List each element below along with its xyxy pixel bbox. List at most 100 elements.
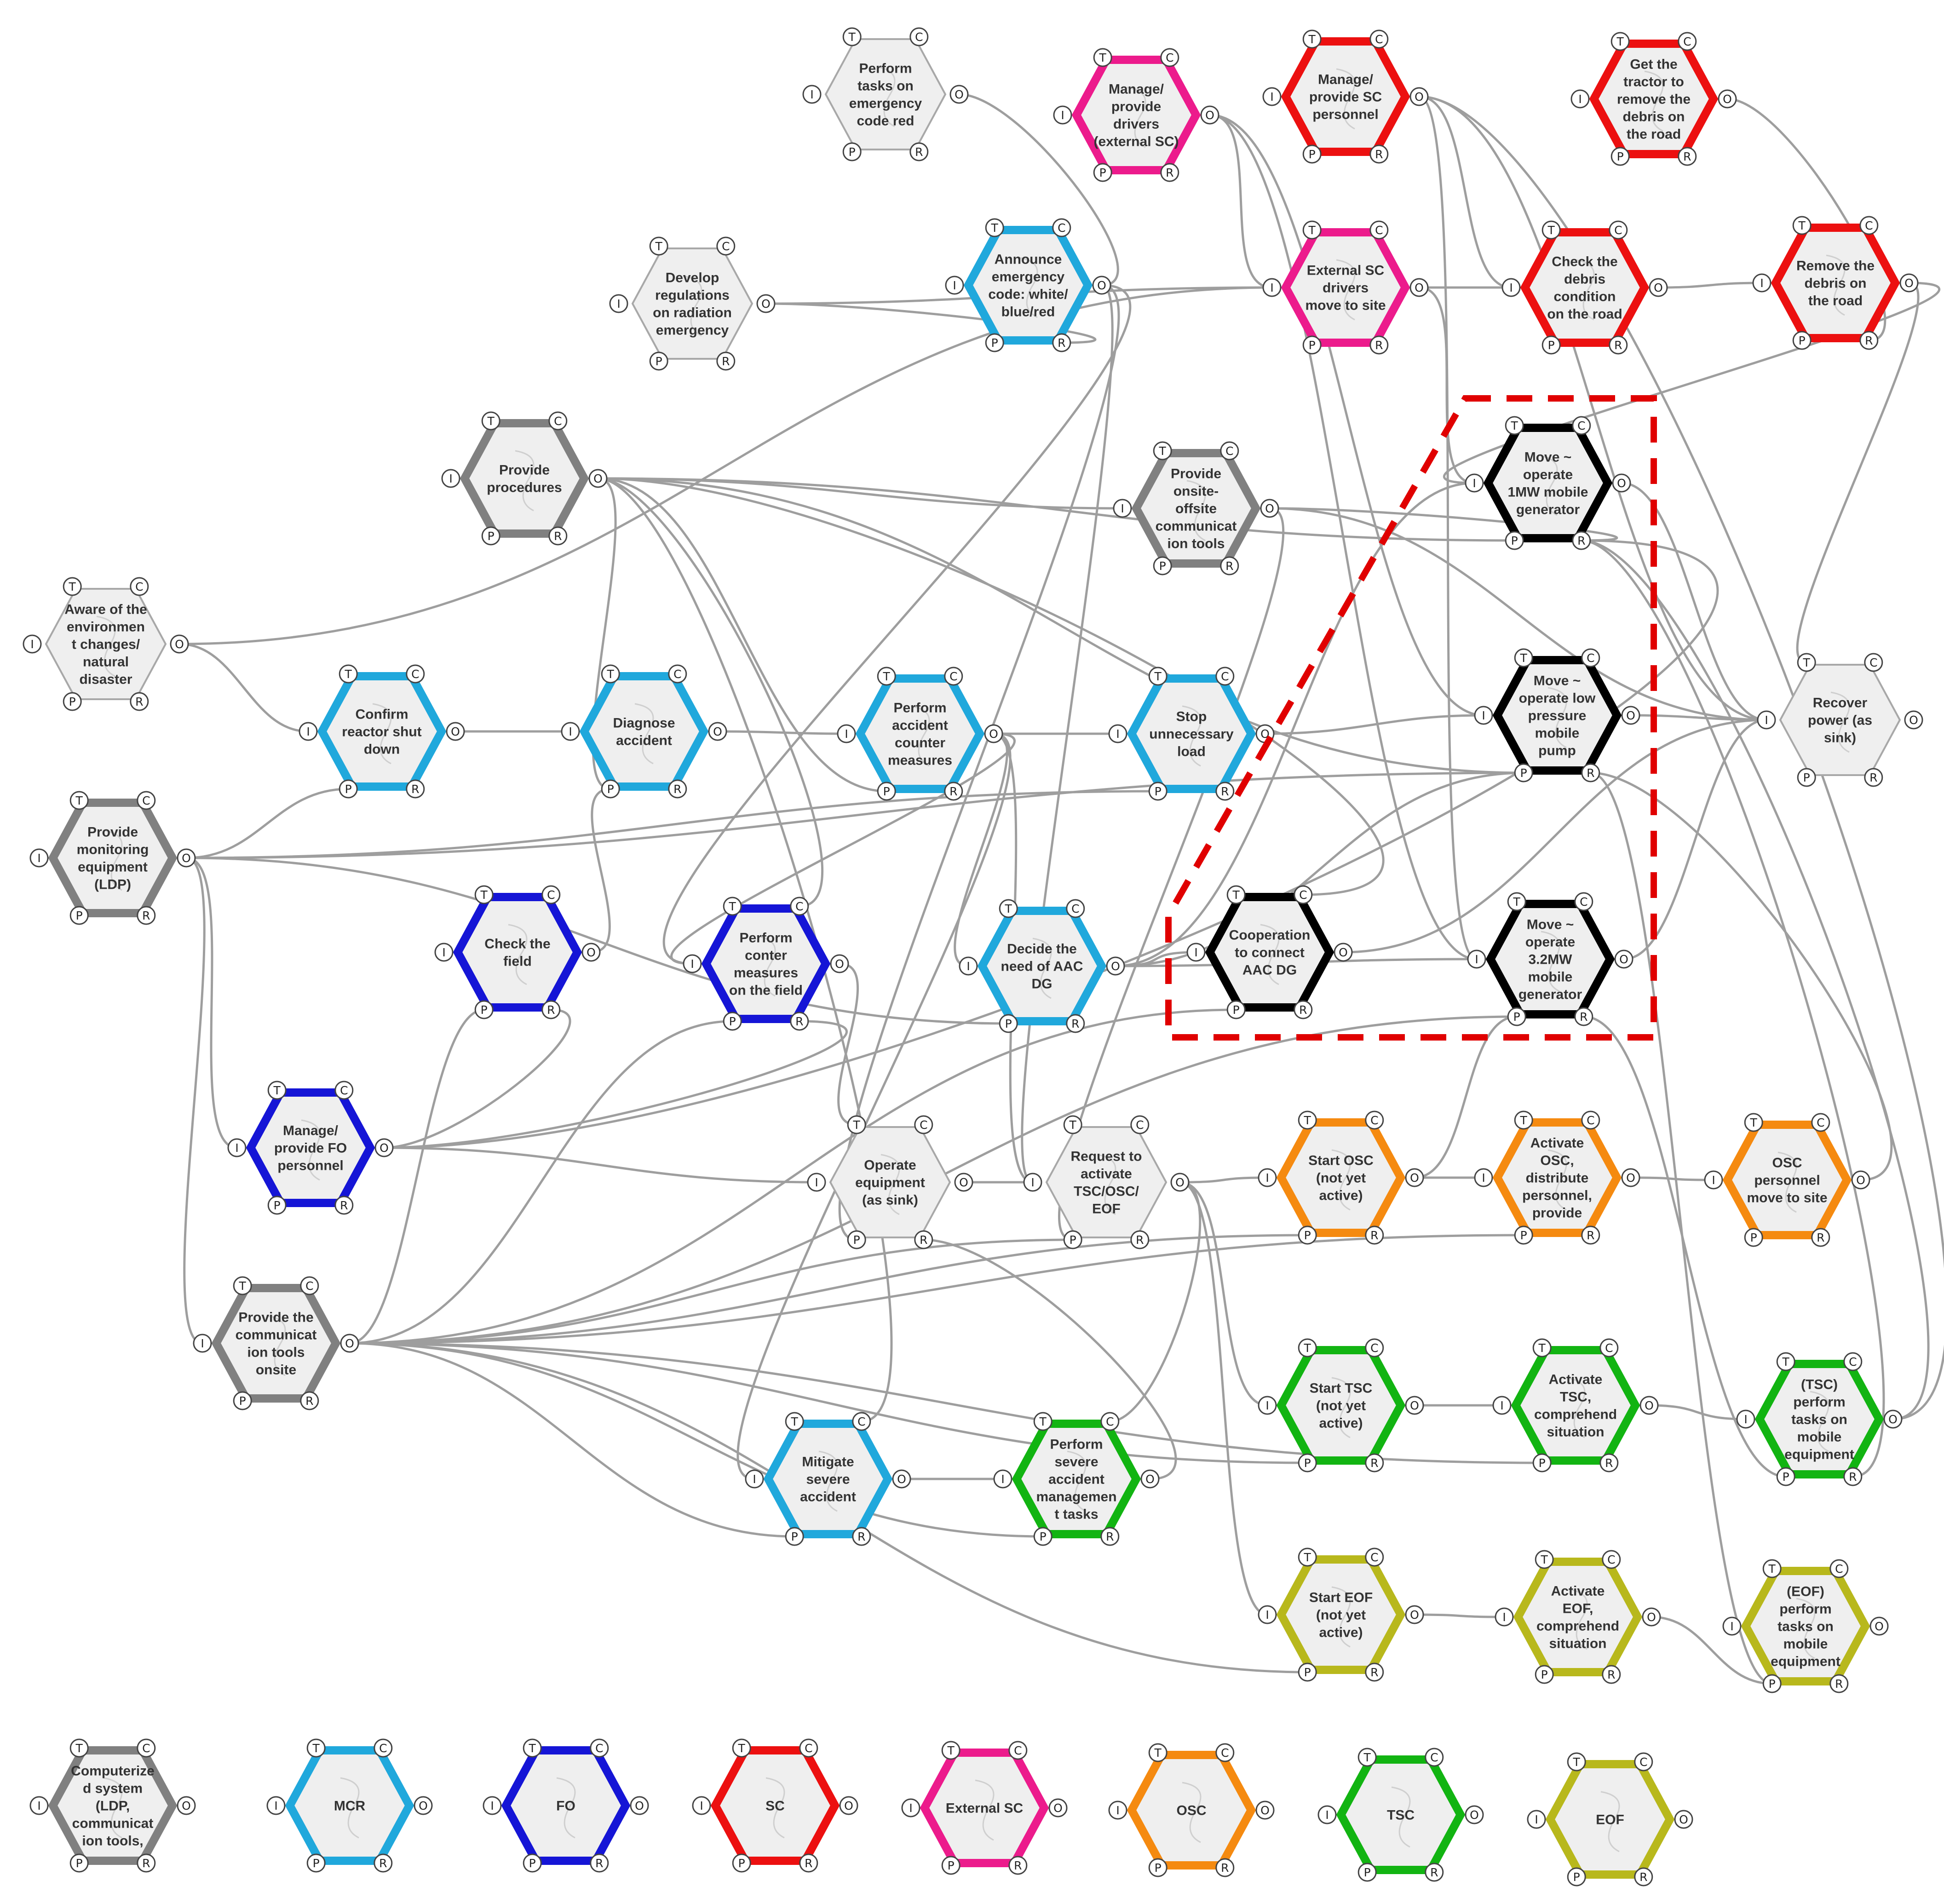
aspect-p[interactable]: P: [732, 1853, 751, 1873]
aspect-c[interactable]: C: [1425, 1748, 1444, 1767]
aspect-p[interactable]: P: [1148, 782, 1168, 801]
aspect-p[interactable]: P: [1302, 335, 1322, 355]
aspect-t[interactable]: T: [1744, 1113, 1763, 1132]
aspect-r[interactable]: R: [1130, 1230, 1150, 1249]
aspect-o[interactable]: O: [374, 1138, 394, 1157]
aspect-o[interactable]: O: [1409, 278, 1429, 297]
aspect-c[interactable]: C: [1160, 48, 1179, 67]
aspect-p[interactable]: P: [1567, 1867, 1586, 1887]
aspect-t[interactable]: T: [1302, 29, 1322, 49]
aspect-c[interactable]: C: [1365, 1547, 1384, 1567]
aspect-r[interactable]: R: [1220, 556, 1239, 575]
aspect-c[interactable]: C: [790, 897, 809, 916]
aspect-o[interactable]: O: [177, 1796, 196, 1815]
aspect-t[interactable]: T: [1148, 1743, 1168, 1762]
aspect-c[interactable]: C: [1130, 1115, 1150, 1134]
aspect-c[interactable]: C: [137, 791, 156, 810]
aspect-r[interactable]: R: [1864, 768, 1883, 787]
aspect-c[interactable]: C: [1572, 416, 1591, 435]
aspect-r[interactable]: R: [1843, 1467, 1863, 1486]
aspect-i[interactable]: I: [802, 85, 822, 104]
aspect-t[interactable]: T: [1535, 1550, 1554, 1569]
aspect-i[interactable]: I: [1053, 105, 1072, 125]
aspect-c[interactable]: C: [1052, 218, 1071, 237]
aspect-i[interactable]: I: [441, 469, 460, 488]
aspect-r[interactable]: R: [1829, 1674, 1849, 1693]
aspect-p[interactable]: P: [63, 692, 82, 711]
aspect-o[interactable]: O: [1639, 1396, 1659, 1415]
aspect-i[interactable]: I: [1467, 949, 1486, 969]
aspect-t[interactable]: T: [481, 411, 500, 431]
aspect-p[interactable]: P: [1762, 1674, 1782, 1693]
aspect-r[interactable]: R: [1859, 331, 1879, 350]
aspect-t[interactable]: T: [1298, 1547, 1317, 1567]
aspect-r[interactable]: R: [668, 779, 687, 799]
aspect-o[interactable]: O: [170, 634, 189, 654]
aspect-i[interactable]: I: [1492, 1396, 1512, 1415]
aspect-p[interactable]: P: [999, 1014, 1018, 1033]
aspect-p[interactable]: P: [1535, 1665, 1554, 1684]
aspect-r[interactable]: R: [1678, 147, 1697, 166]
aspect-r[interactable]: R: [1365, 1453, 1384, 1473]
aspect-c[interactable]: C: [914, 1115, 933, 1134]
aspect-r[interactable]: R: [1574, 1007, 1593, 1026]
aspect-r[interactable]: R: [799, 1853, 818, 1873]
aspect-i[interactable]: I: [227, 1138, 247, 1157]
aspect-o[interactable]: O: [1334, 943, 1353, 962]
aspect-o[interactable]: O: [1106, 956, 1125, 976]
aspect-c[interactable]: C: [548, 411, 568, 431]
aspect-i[interactable]: I: [1474, 706, 1493, 725]
aspect-o[interactable]: O: [1140, 1469, 1160, 1489]
aspect-p[interactable]: P: [1298, 1225, 1317, 1245]
aspect-p[interactable]: P: [1298, 1662, 1317, 1682]
aspect-c[interactable]: C: [1215, 1743, 1235, 1762]
aspect-r[interactable]: R: [1365, 1225, 1384, 1245]
aspect-c[interactable]: C: [406, 664, 425, 684]
aspect-o[interactable]: O: [340, 1334, 359, 1353]
aspect-t[interactable]: T: [1153, 441, 1172, 460]
aspect-i[interactable]: I: [807, 1173, 826, 1192]
aspect-r[interactable]: R: [1609, 335, 1628, 355]
aspect-r[interactable]: R: [1572, 531, 1591, 550]
aspect-i[interactable]: I: [1023, 1173, 1042, 1192]
aspect-i[interactable]: I: [299, 722, 318, 741]
aspect-o[interactable]: O: [630, 1796, 649, 1815]
aspect-t[interactable]: T: [601, 664, 620, 684]
aspect-p[interactable]: P: [1797, 768, 1816, 787]
aspect-p[interactable]: P: [474, 1000, 494, 1019]
aspect-i[interactable]: I: [1258, 1396, 1277, 1415]
aspect-r[interactable]: R: [1634, 1867, 1653, 1887]
aspect-i[interactable]: I: [1495, 1607, 1514, 1627]
aspect-c[interactable]: C: [1634, 1752, 1653, 1772]
aspect-i[interactable]: I: [1465, 473, 1484, 493]
aspect-t[interactable]: T: [1792, 216, 1812, 235]
aspect-i[interactable]: I: [266, 1796, 286, 1815]
aspect-r[interactable]: R: [1052, 333, 1071, 352]
aspect-c[interactable]: C: [944, 667, 963, 686]
aspect-c[interactable]: C: [1678, 32, 1697, 51]
aspect-t[interactable]: T: [1610, 32, 1630, 51]
aspect-o[interactable]: O: [1869, 1616, 1889, 1636]
aspect-i[interactable]: I: [1186, 943, 1206, 962]
aspect-i[interactable]: I: [1527, 1810, 1546, 1829]
aspect-i[interactable]: I: [692, 1796, 711, 1815]
aspect-r[interactable]: R: [541, 1000, 561, 1019]
aspect-t[interactable]: T: [785, 1412, 804, 1431]
aspect-p[interactable]: P: [1148, 1858, 1168, 1877]
